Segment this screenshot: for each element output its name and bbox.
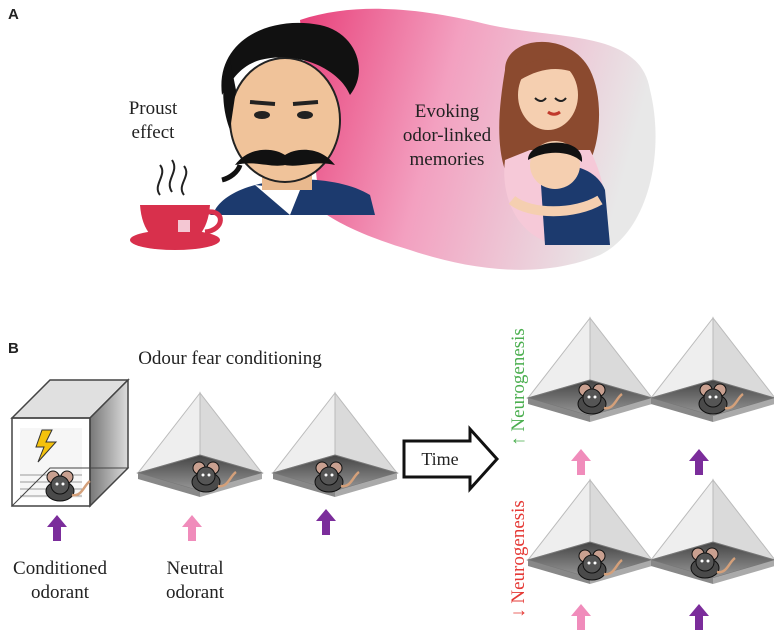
proust-figure	[210, 22, 375, 215]
neutral-chamber	[137, 392, 263, 498]
mother-child-hug	[499, 41, 610, 245]
panel-a-letter: A	[8, 6, 19, 23]
conditioned-line2: odorant	[30, 582, 90, 603]
neutral-odorant-arrow-top	[571, 449, 591, 475]
conditioned-odorant-label: Conditioned odorant	[0, 557, 120, 605]
down-neurogenesis-label: ↓ Neurogenesis	[508, 500, 529, 618]
conditioned-odorant-arrow-2	[316, 509, 336, 535]
panel-b-letter: B	[8, 340, 19, 357]
conditioned-line1: Conditioned	[13, 558, 107, 579]
time-label: Time	[421, 449, 459, 469]
neutral-odorant-label: Neutral odorant	[145, 557, 245, 605]
conditioned-odorant-arrow-bottom	[689, 604, 709, 630]
conditioned-odorant-arrow	[47, 515, 67, 541]
evoking-label-line2: odor-linked	[402, 125, 492, 146]
test-chamber-top-neutral	[527, 317, 653, 423]
test-chamber-bottom-conditioned	[650, 479, 774, 585]
test-chamber-top-conditioned	[650, 317, 774, 423]
proust-label-line2: effect	[131, 122, 175, 143]
proust-label-line1: Proust	[128, 98, 178, 119]
neutral-line1: Neutral	[166, 558, 224, 579]
time-arrow	[402, 425, 500, 493]
lightning-icon	[35, 429, 58, 463]
evoking-label-line3: memories	[409, 149, 485, 170]
conditioned-chamber	[272, 392, 398, 498]
evoking-label-line1: Evoking	[414, 101, 480, 122]
evoking-memories-label: Evoking odor-linked memories	[392, 100, 502, 172]
neutral-odorant-arrow	[182, 515, 202, 541]
teacup-icon	[130, 159, 223, 250]
test-chamber-bottom-neutral	[527, 479, 653, 585]
neutral-odorant-arrow-bottom	[571, 604, 591, 630]
odour-fear-conditioning-title: Odour fear conditioning	[138, 348, 322, 369]
conditioning-box	[10, 378, 130, 508]
up-neurogenesis-label: ↑ Neurogenesis	[508, 328, 529, 446]
neutral-line2: odorant	[165, 582, 225, 603]
conditioned-odorant-arrow-top	[689, 449, 709, 475]
proust-effect-label: Proust effect	[108, 97, 198, 145]
